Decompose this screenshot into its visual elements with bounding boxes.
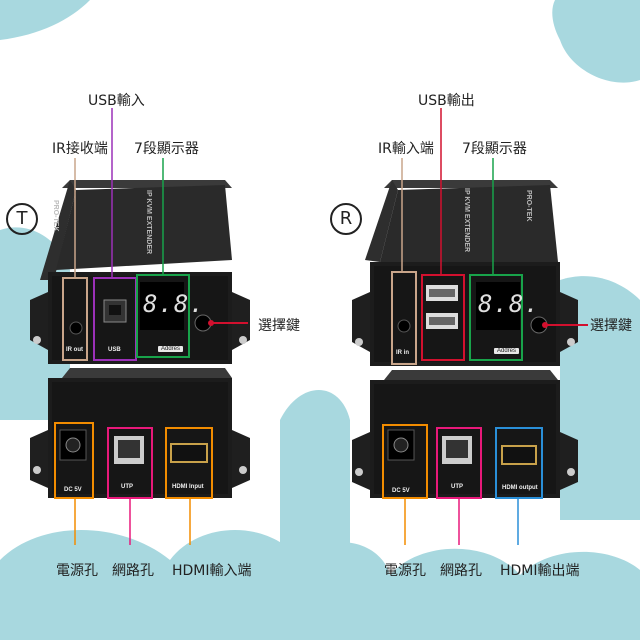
right-address-label: Addres — [494, 348, 520, 354]
right-hdmi-port-label: HDMI output — [502, 485, 538, 491]
left-hdmi-port-label: HDMI Input — [172, 484, 204, 490]
left-usb-port-label: USB — [108, 347, 121, 353]
left-dc-port-label: DC 5V — [64, 487, 82, 493]
right-utp-port-label: UTP — [451, 484, 463, 490]
right-dc-port-label: DC 5V — [392, 488, 410, 494]
left-network-callout: 網路孔 — [112, 563, 154, 579]
left-bottom-unit — [30, 368, 250, 498]
left-usb-callout: USB輸入 — [88, 93, 145, 109]
left-callouts — [54, 108, 248, 545]
right-usb-callout: USB輸出 — [418, 93, 475, 109]
left-power-callout: 電源孔 — [56, 563, 98, 579]
right-ir-callout: IR輸入端 — [378, 141, 434, 157]
left-address-label: Addres — [158, 346, 184, 352]
right-brand-text: PRO-TEK — [525, 190, 532, 222]
right-hdmi-callout: HDMI輸出端 — [500, 563, 580, 579]
left-hdmi-callout: HDMI輸入端 — [172, 563, 252, 579]
left-ir-port-label: IR out — [66, 347, 83, 353]
left-top-unit — [30, 180, 250, 364]
right-bottom-unit — [352, 370, 578, 498]
receiver-marker: R — [330, 203, 362, 235]
right-model-text: IP KVM EXTENDER — [463, 188, 470, 253]
right-seven-segment-display: 8.8. — [478, 290, 540, 318]
right-display-callout: 7段顯示器 — [462, 141, 527, 157]
left-utp-port-label: UTP — [121, 484, 133, 490]
right-power-callout: 電源孔 — [384, 563, 426, 579]
transmitter-marker: T — [6, 203, 38, 235]
left-seven-segment-display: 8.8. — [143, 290, 205, 318]
left-display-callout: 7段顯示器 — [134, 141, 199, 157]
right-select-callout: 選擇鍵 — [590, 318, 632, 334]
left-select-callout: 選擇鍵 — [258, 318, 300, 334]
left-brand-text: PRO-TEK — [52, 200, 59, 232]
left-model-text: IP KVM EXTENDER — [145, 190, 152, 255]
right-callouts — [382, 108, 588, 545]
left-ir-callout: IR接收端 — [52, 141, 108, 157]
right-network-callout: 網路孔 — [440, 563, 482, 579]
right-ir-port-label: IR in — [396, 350, 409, 356]
